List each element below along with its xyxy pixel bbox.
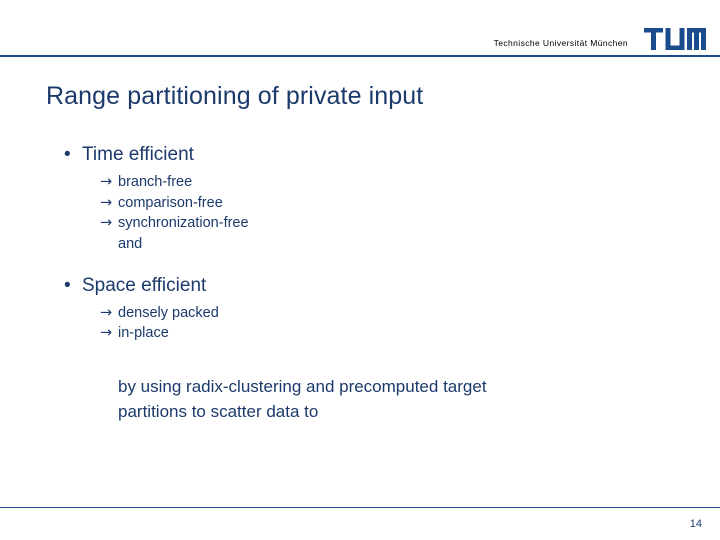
- sub-item-in-place: → in-place: [46, 323, 686, 344]
- spacer: [46, 344, 686, 374]
- footer-divider: [0, 507, 720, 508]
- slide-content: • Time efficient → branch-free → compari…: [46, 142, 686, 425]
- bullet-label: Time efficient: [82, 144, 194, 165]
- sub-item-label: synchronization-free: [118, 215, 249, 232]
- slide-header: Technische Universität München: [0, 0, 720, 57]
- sub-item-branch-free: → branch-free: [46, 172, 686, 193]
- tum-logo-icon: [644, 28, 706, 50]
- sub-item-label: comparison-free: [118, 194, 223, 211]
- sub-item-label: densely packed: [118, 304, 219, 321]
- header-divider: [0, 55, 720, 57]
- arrow-icon: →: [100, 325, 113, 342]
- spacer: [46, 255, 686, 273]
- bullet-label: Space efficient: [82, 274, 207, 296]
- sub-item-synchronization-free: → synchronization-free: [46, 213, 686, 234]
- sub-item-label: and: [118, 235, 143, 252]
- sub-list-space-efficient: → densely packed → in-place: [46, 303, 686, 344]
- arrow-icon: →: [100, 304, 113, 321]
- university-name: Technische Universität München: [493, 38, 628, 48]
- bullet-space-efficient: • Space efficient: [46, 273, 686, 299]
- sub-list-time-efficient: → branch-free → comparison-free → synchr…: [46, 172, 686, 254]
- bullet-marker: •: [64, 274, 71, 296]
- sub-item-densely-packed: → densely packed: [46, 303, 686, 324]
- arrow-icon: →: [100, 194, 113, 211]
- closing-paragraph-line2: partitions to scatter data to: [118, 402, 319, 422]
- sub-item-label: in-place: [118, 325, 169, 342]
- arrow-icon: →: [100, 174, 113, 191]
- arrow-icon: →: [100, 215, 113, 232]
- bullet-marker: •: [64, 144, 71, 165]
- sub-item-label: branch-free: [118, 174, 193, 191]
- bullet-time-efficient: • Time efficient: [46, 142, 686, 168]
- sub-item-comparison-free: → comparison-free: [46, 193, 686, 214]
- closing-paragraph-line1: by using radix-clustering and precompute…: [118, 376, 487, 396]
- page-number: 14: [689, 518, 702, 530]
- sub-item-and: and: [46, 234, 686, 255]
- page-title: Range partitioning of private input: [46, 82, 424, 110]
